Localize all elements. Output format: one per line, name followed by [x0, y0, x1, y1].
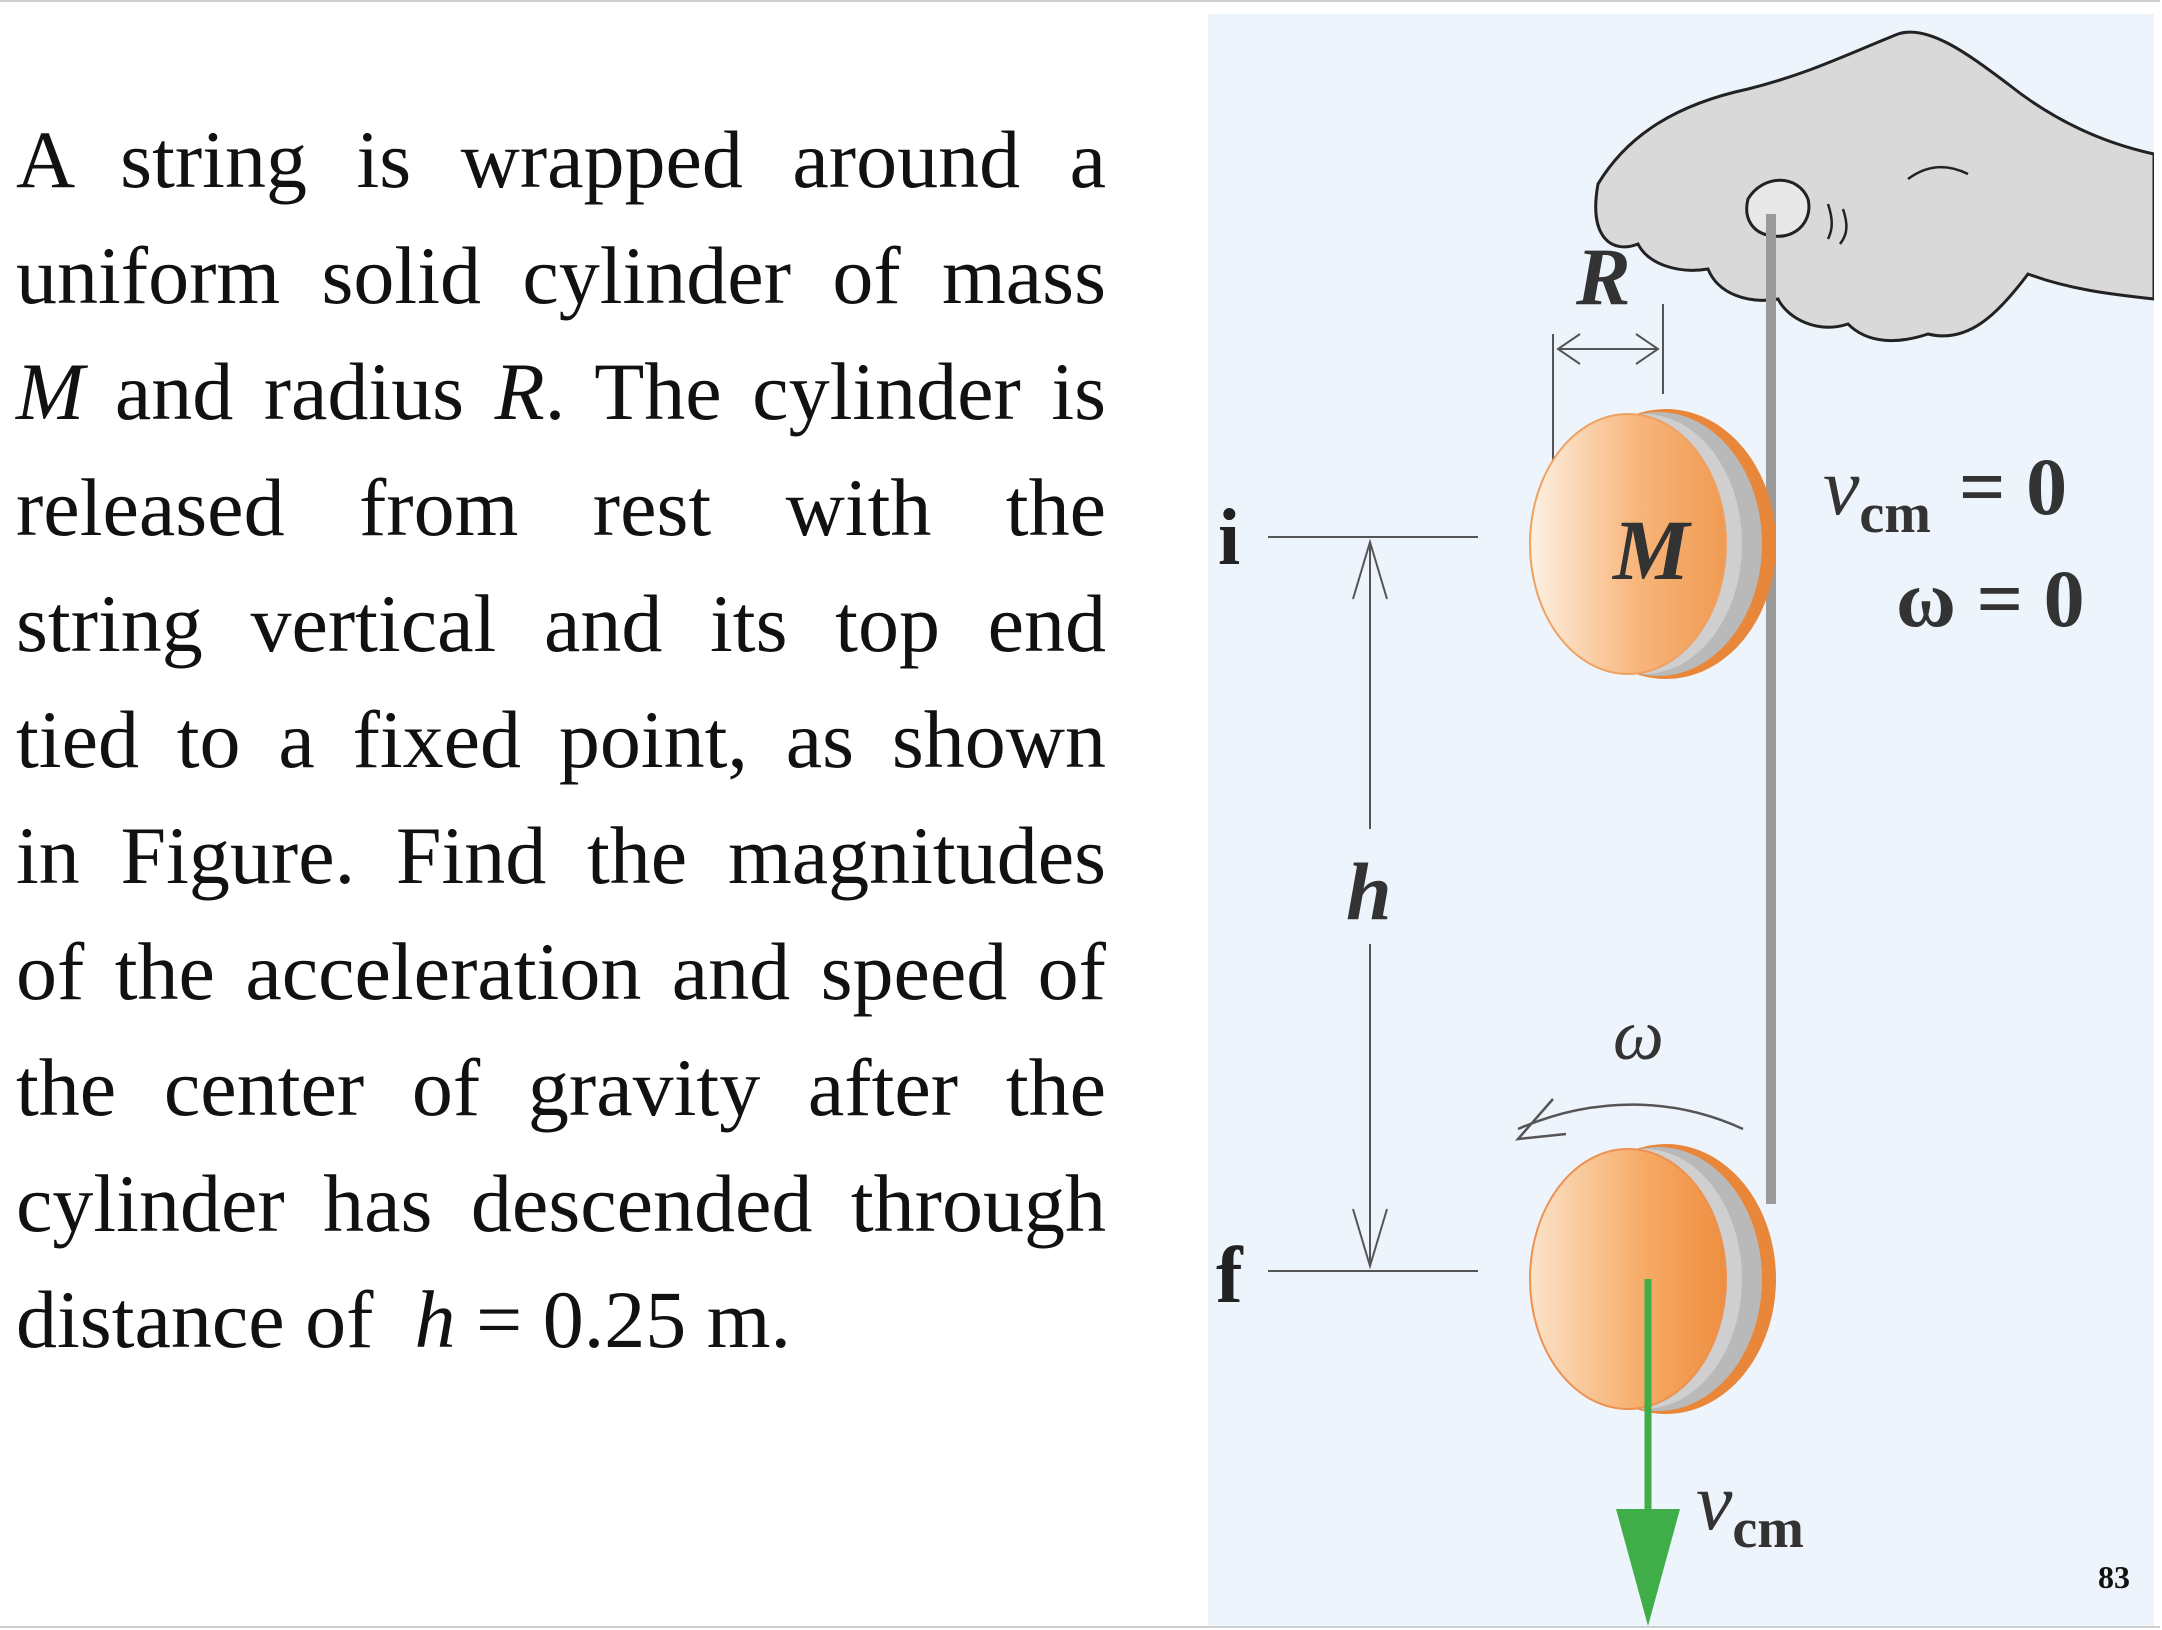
problem-line-8: of the acceleration and speed of — [16, 926, 1106, 1017]
r-arrow-left-icon — [1556, 333, 1581, 365]
problem-line-6: tied to a fixed point, as shown — [16, 694, 1106, 785]
r-arrow-right-icon — [1635, 333, 1660, 365]
figure-svg: R M i f h vcm= 0 ω = 0 — [1216, 30, 2154, 1626]
label-R: R — [1575, 231, 1631, 322]
cylinder-initial — [1529, 409, 1776, 679]
problem-line-3: M and radius R. The cylinder is — [16, 334, 1106, 450]
label-h: h — [1346, 846, 1392, 937]
problem-line-3-text-a: and radius — [114, 346, 465, 437]
string — [1766, 214, 1776, 1204]
label-f: f — [1216, 1232, 1244, 1320]
variable-R: R — [494, 346, 545, 437]
variable-h: h — [414, 1274, 456, 1365]
problem-line-5: string vertical and its top end — [16, 578, 1106, 669]
rotation-arrowhead-icon — [1514, 1098, 1567, 1141]
problem-line-7: in Figure. Find the magnitudes — [16, 810, 1106, 901]
label-vcm-initial: vcm= 0 — [1823, 441, 2067, 545]
label-M: M — [1611, 502, 1692, 598]
label-omega: ω — [1613, 995, 1664, 1075]
problem-line-3-text-b: . The cylinder is — [544, 346, 1107, 437]
problem-statement: A string is wrapped around a uniform sol… — [16, 102, 1106, 1378]
label-vcm-final: vcm — [1696, 1456, 1804, 1560]
problem-line-9: the center of gravity after the — [16, 1042, 1106, 1133]
yo-yo-figure: R M i f h vcm= 0 ω = 0 — [1208, 14, 2154, 1626]
page-number: 83 — [2098, 1559, 2130, 1595]
problem-line-4: released from rest with the — [16, 462, 1106, 553]
cylinder-final — [1529, 1144, 1776, 1414]
problem-line-10: cylinder has descended through — [16, 1158, 1106, 1249]
label-i: i — [1218, 494, 1240, 582]
h-arrow-down-icon — [1352, 1208, 1388, 1270]
velocity-arrow-icon — [1616, 1509, 1680, 1626]
problem-line-11-text: distance of — [16, 1274, 374, 1365]
variable-M: M — [16, 346, 85, 437]
problem-line-11-value: = 0.25 m. — [475, 1274, 791, 1365]
hand-icon — [1594, 30, 2154, 343]
problem-line-11: distance of h = 0.25 m. — [16, 1262, 1106, 1378]
rotation-arrow-icon — [1517, 1103, 1744, 1131]
problem-line-1: A string is wrapped around a — [16, 114, 1106, 205]
problem-line-2: uniform solid cylinder of mass — [16, 230, 1106, 321]
label-omega-initial: ω = 0 — [1896, 553, 2085, 644]
h-arrow-up-icon — [1352, 538, 1388, 600]
